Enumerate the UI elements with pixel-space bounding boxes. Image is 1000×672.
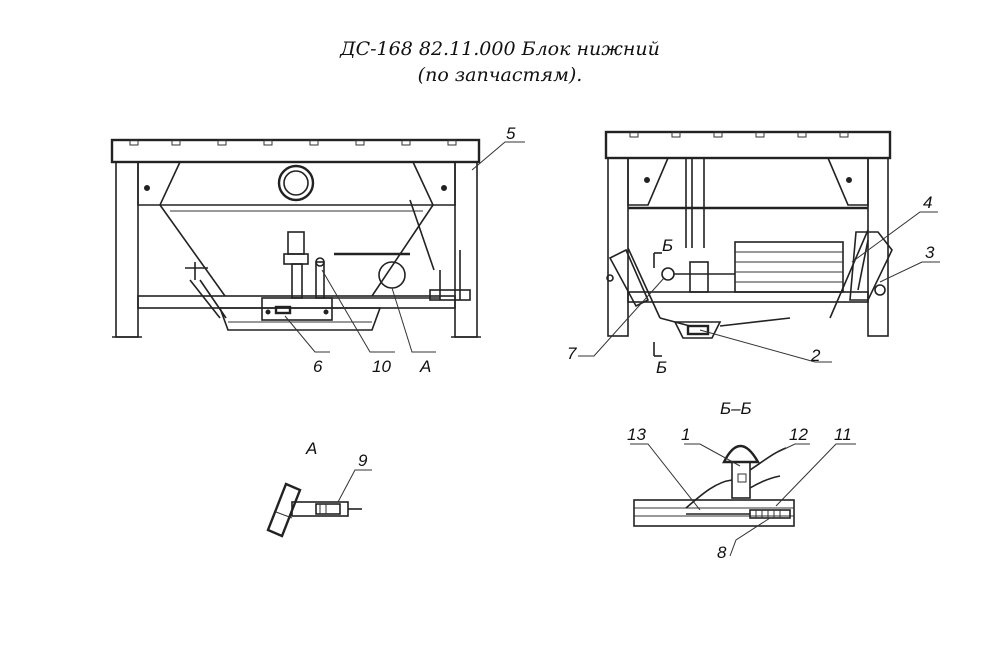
detail-a-label: А	[305, 439, 317, 458]
callout-1: 1	[681, 425, 690, 444]
front-view: 5 6 10 А	[110, 124, 525, 376]
callout-10: 10	[372, 357, 391, 376]
drawing-title-line2: (по запчастям).	[417, 64, 583, 86]
section-mark-bottom: Б	[656, 358, 667, 377]
callout-7: 7	[567, 344, 577, 363]
callout-12: 12	[789, 425, 808, 444]
drawing-title-line1: ДС-168 82.11.000 Блок нижний	[340, 38, 660, 60]
callout-a: А	[419, 357, 431, 376]
detail-a-view: А 9	[266, 439, 372, 538]
callout-5: 5	[506, 124, 516, 143]
callout-13: 13	[627, 425, 646, 444]
callout-2: 2	[810, 346, 821, 365]
callout-9: 9	[358, 451, 368, 470]
callout-11: 11	[834, 425, 852, 444]
section-mark-top: Б	[662, 236, 673, 255]
callout-4: 4	[923, 193, 932, 212]
section-bb-view: Б–Б 13	[627, 399, 856, 562]
callout-3: 3	[925, 243, 935, 262]
callout-6: 6	[313, 357, 323, 376]
side-view: Б Б 4 3 2 7	[567, 130, 940, 377]
section-bb-label: Б–Б	[720, 399, 752, 418]
callout-8: 8	[717, 543, 727, 562]
